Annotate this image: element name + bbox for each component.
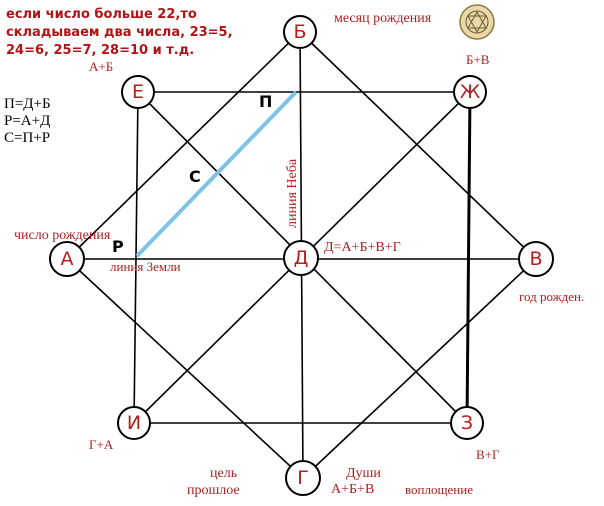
edge-v-g (302, 258, 537, 479)
label-earth-line: линия Земли (110, 259, 181, 274)
label-embodiment: воплощение (405, 482, 473, 497)
rule-line-3: 24=6, 25=7, 28=10 и т.д. (6, 43, 194, 58)
label-birth-number: число рождения (14, 228, 111, 243)
node-g[interactable]: Г (285, 460, 321, 496)
edge-b-v (299, 31, 537, 260)
label-a-plus-b: А+Б (89, 59, 113, 74)
node-d-label: Д (294, 247, 309, 269)
node-a-label: А (61, 248, 74, 270)
formula-s: С=П+Р (4, 130, 50, 146)
node-e[interactable]: Е (121, 75, 155, 109)
formula-p: П=Д+Б (4, 96, 51, 112)
label-v-plus-g: В+Г (476, 447, 500, 462)
label-d-formula: Д=А+Б+В+Г (324, 240, 401, 255)
label-past: прошлое (187, 483, 240, 498)
node-i-label: И (127, 412, 141, 434)
node-d[interactable]: Д (283, 240, 319, 276)
node-zh[interactable]: Ж (453, 75, 487, 109)
node-a[interactable]: А (49, 241, 85, 277)
edge-zh-z (465, 91, 472, 424)
label-goal: цель (210, 466, 237, 481)
node-e-label: Е (132, 81, 144, 103)
point-s-label: С (189, 167, 201, 186)
node-b-label: Б (293, 21, 306, 43)
label-sky-line: линия Неба (285, 158, 300, 228)
highlight-p-r (135, 90, 298, 258)
label-b-plus-v: Б+В (466, 52, 490, 67)
edge-a-b (66, 31, 301, 260)
point-p-label: П (259, 92, 272, 111)
round-emblem-icon (459, 4, 495, 40)
node-b[interactable]: Б (283, 15, 317, 49)
node-v[interactable]: В (518, 241, 554, 277)
label-birth-month: месяц рождения (334, 11, 432, 26)
rule-line-1: если число больше 22,то (6, 7, 197, 22)
label-a-b-v: А+Б+В (331, 482, 374, 497)
node-zh-label: Ж (460, 81, 481, 103)
rule-line-2: складываем два числа, 23=5, (6, 25, 233, 40)
node-z-label: З (461, 412, 473, 434)
edge-i-e (133, 91, 139, 424)
point-r-label: Р (112, 237, 124, 256)
edge-g-a (66, 258, 304, 479)
label-birth-year: год рожден. (519, 289, 584, 304)
label-souls: Души (346, 466, 381, 481)
node-g-label: Г (297, 467, 309, 489)
node-z[interactable]: З (450, 406, 484, 440)
node-v-label: В (529, 248, 542, 270)
node-i[interactable]: И (117, 406, 151, 440)
label-g-plus-a: Г+А (89, 437, 114, 452)
formula-r: Р=А+Д (4, 113, 50, 129)
